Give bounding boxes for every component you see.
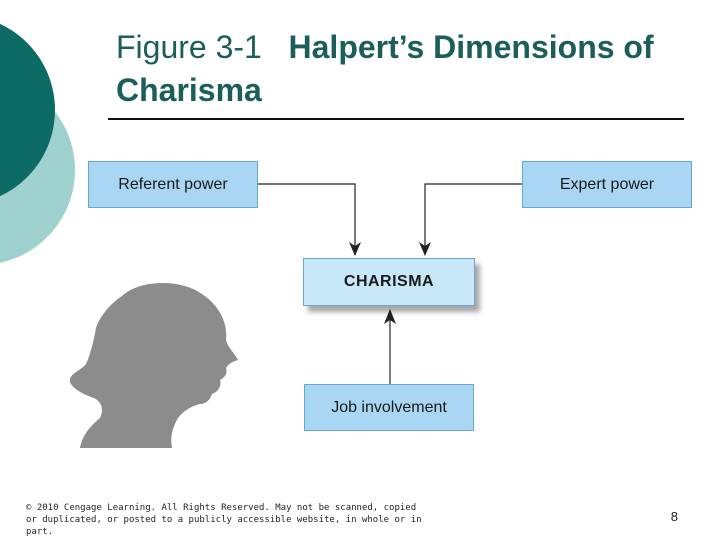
- charisma-box: CHARISMA: [303, 258, 475, 306]
- decorative-circle-dark: [0, 23, 55, 197]
- title-divider: [108, 118, 684, 120]
- job-involvement-box: Job involvement: [304, 384, 474, 431]
- arrowhead-referent: [349, 242, 361, 256]
- copyright-notice: © 2010 Cengage Learning. All Rights Rese…: [26, 502, 446, 538]
- slide-title: Figure 3-1 Halpert’s Dimensions of Chari…: [116, 26, 696, 112]
- arrowhead-job: [384, 309, 396, 324]
- figure-title: Halpert’s Dimensions of Charisma: [116, 29, 654, 108]
- arrow-referent-to-charisma: [258, 183, 356, 255]
- person-silhouette-image: [69, 282, 239, 448]
- copyright-line-1: © 2010 Cengage Learning. All Rights Rese…: [26, 503, 417, 513]
- expert-power-box: Expert power: [522, 161, 692, 208]
- copyright-line-2: or duplicated, or posted to a publicly a…: [26, 515, 422, 537]
- page-number: 8: [670, 509, 678, 524]
- arrowhead-expert: [419, 242, 431, 256]
- arrow-expert-to-charisma: [424, 183, 522, 255]
- figure-label: Figure 3-1: [116, 29, 262, 65]
- referent-power-box: Referent power: [88, 161, 258, 208]
- decorative-circles: [0, 23, 75, 263]
